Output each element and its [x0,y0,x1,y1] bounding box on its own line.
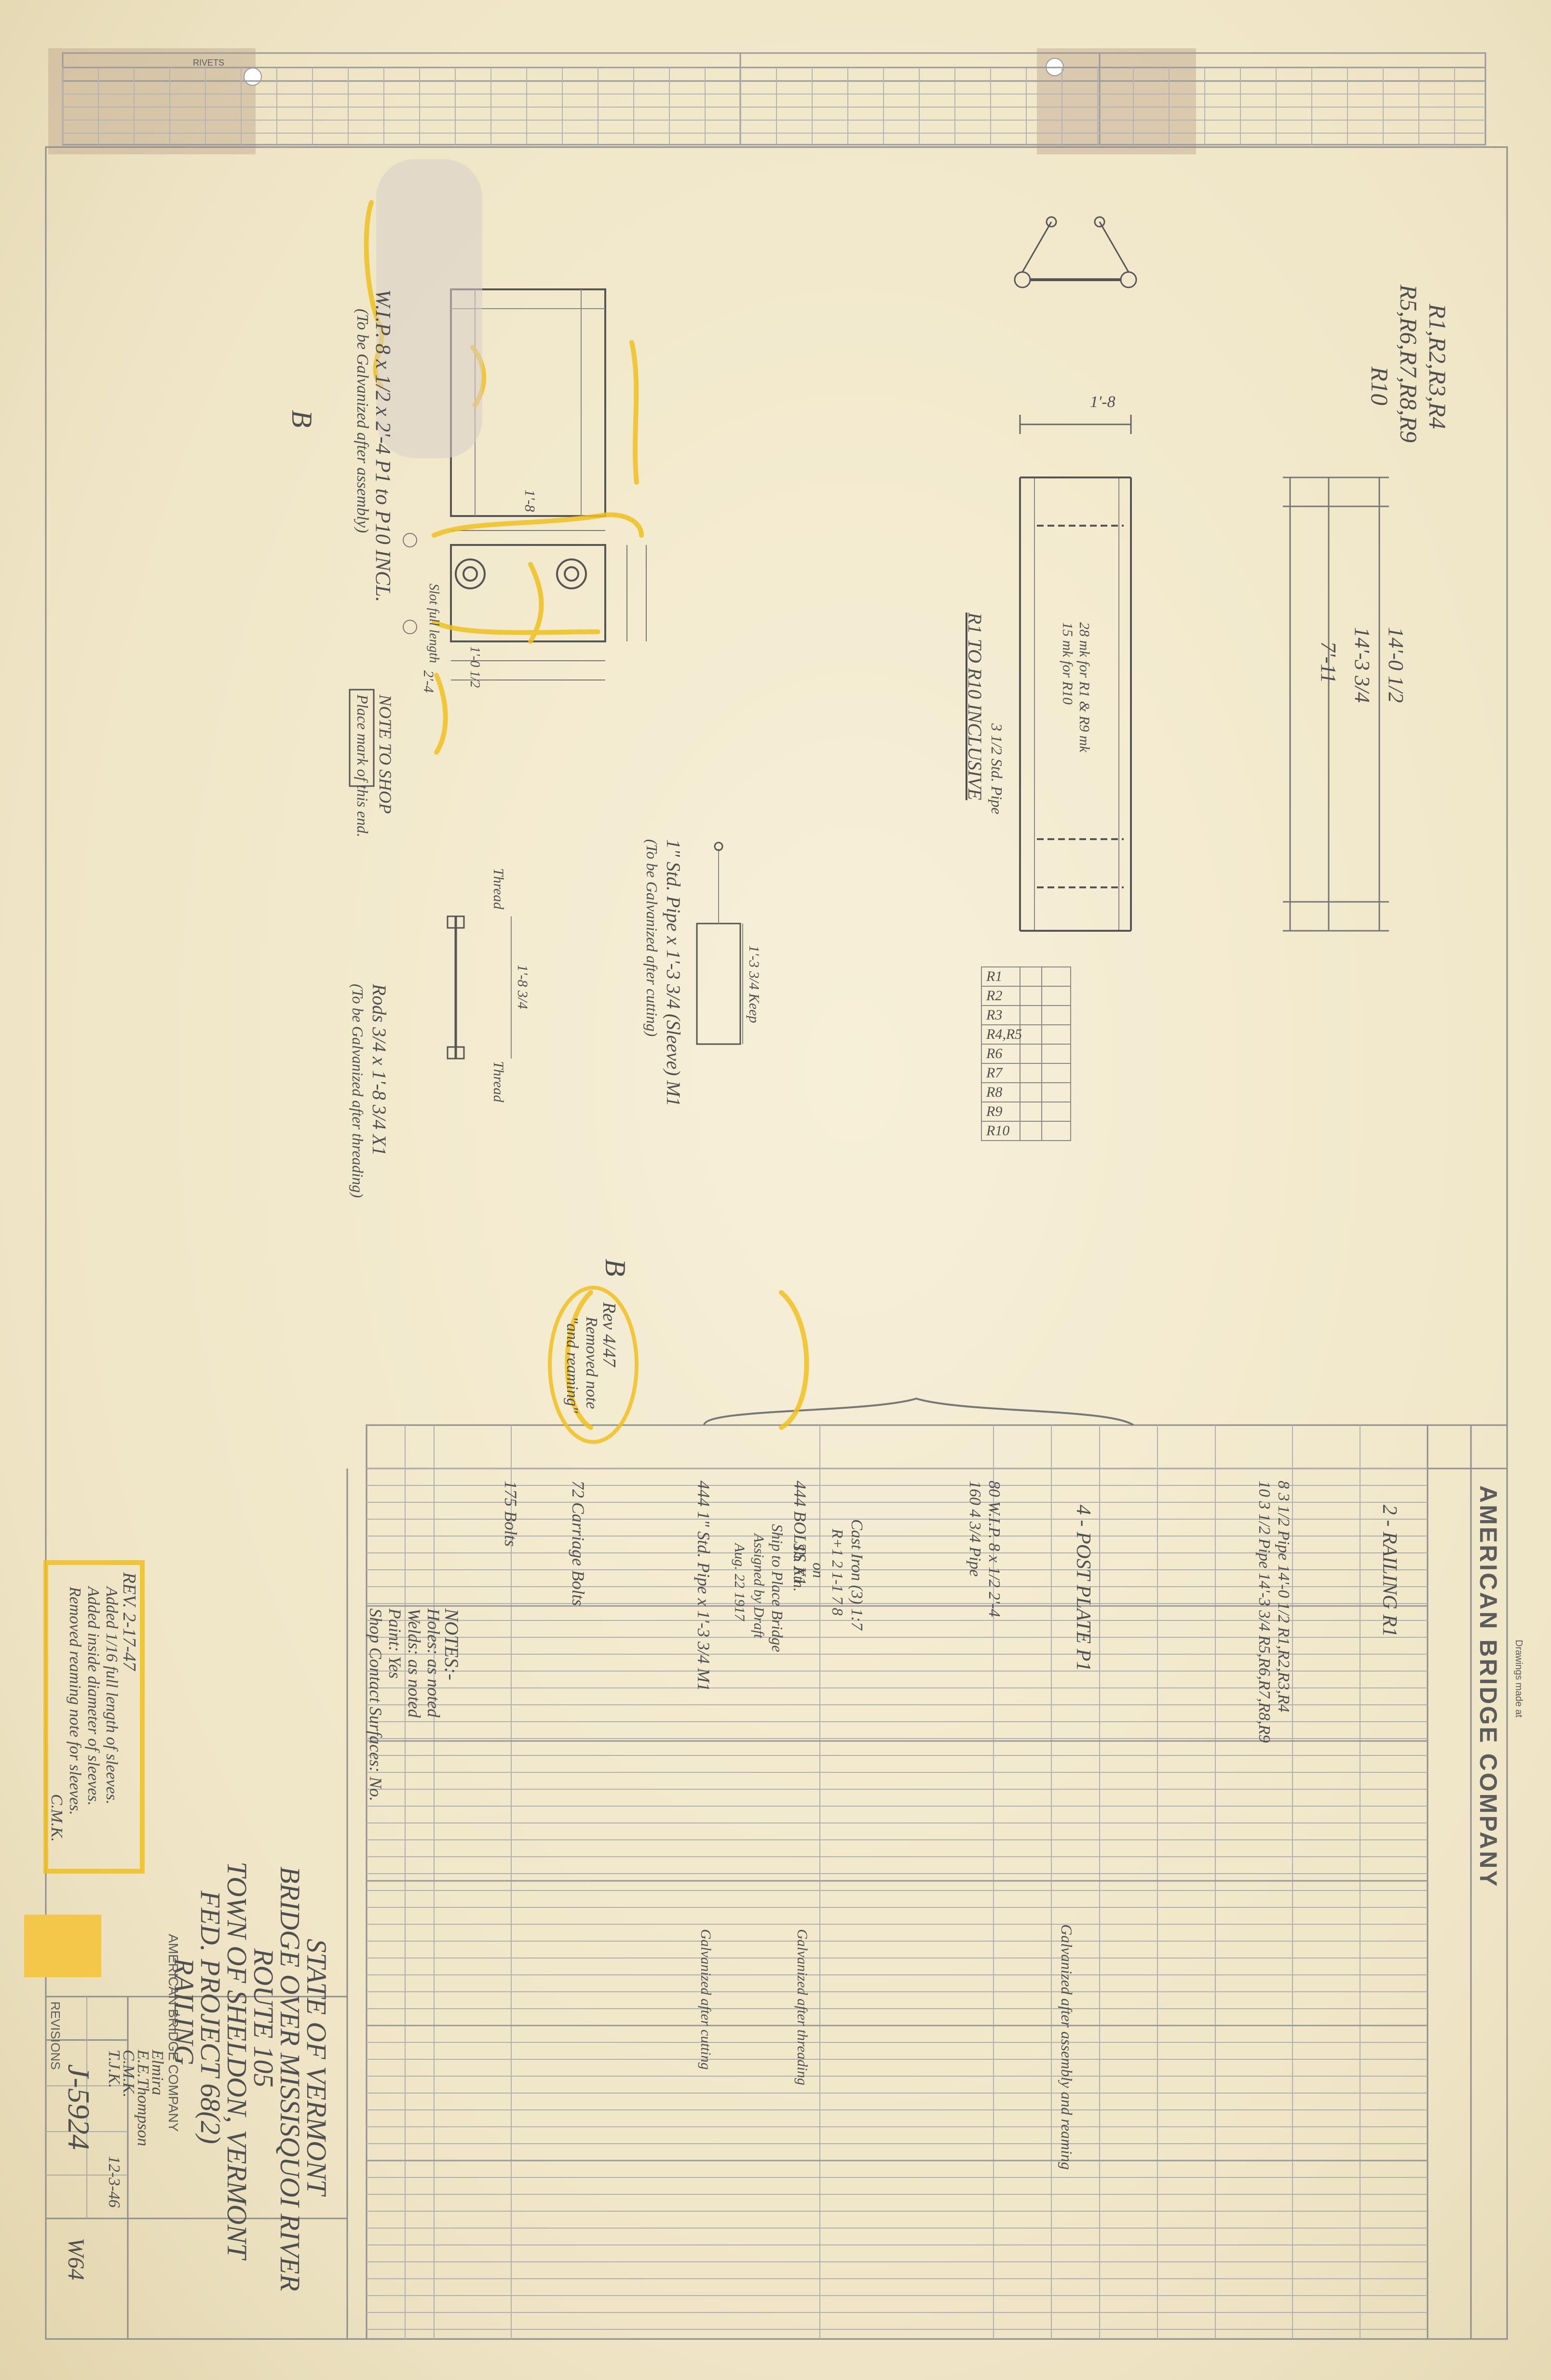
ship-note-6: Assigned by Draft [751,1534,767,1638]
rails-mark-2: R5,R6,R7,R8,R9 [1395,285,1422,443]
revisions-label: REVISIONS [48,2001,63,2070]
bill-row-10: 175 Bolts [501,1481,520,1547]
sheet-number: W64 [63,2238,89,2280]
post-plate-sub: (To be Galvanized after assembly) [354,309,371,533]
bill-row-7: 444 BOLTS X1 [790,1481,810,1586]
plate-dim-b: 2'-4 [421,670,436,693]
rods-thread-bottom: Thread [490,1061,506,1102]
bill-row-9: 72 Carriage Bolts [569,1481,588,1606]
bill-row-8: 444 1" Std. Pipe x 1'-3 3/4 M1 [694,1481,713,1691]
rev-b-line-3: "and reaming" [563,1317,581,1414]
rails-len-2: 14'-3 3/4 [1350,627,1374,703]
ship-note-2: R+1 2 1-1 7 8 [829,1529,846,1616]
tape-patch-top [376,159,482,458]
rails-row-9: R10 [986,1123,1010,1139]
rev-note-1: REV. 2-17-47 [119,1572,139,1671]
rev-b-letter: B [599,1259,631,1277]
ship-note-5: Ship to Place Bridge [769,1524,786,1652]
plate-dim-c: 1'-0 1/2 [467,646,482,688]
note-to-shop: NOTE TO SHOP [376,694,395,814]
bill-row-5: 80 W.I.P. 8 x 1/2 2'-4 [985,1481,1003,1618]
ship-note-1: Cast Iron (3) 1:7 [848,1519,866,1631]
rails-note-2: 15 mk for R10 [1060,622,1075,705]
rails-row-5: R6 [986,1046,1003,1061]
rev-note-4: Removed reaming note for sleeves. [66,1587,84,1815]
rails-spacing: 1'-8 [1090,393,1116,411]
rails-row-4: R4,R5 [986,1026,1022,1042]
contract-number: J-5924 [62,2064,96,2150]
rev-note-3: Added inside diameter of sleeves. [84,1587,102,1806]
rails-row-2: R2 [986,988,1003,1004]
rails-row-7: R8 [986,1084,1003,1100]
bill-galv-note: Galvanized after assembly and reaming [1058,1924,1075,2170]
notes-heading: NOTES:- [441,1608,463,1680]
notes-item-4: Shop Contact Surfaces: No. [366,1608,385,1801]
rods-thread-top: Thread [490,868,506,910]
rails-len-3: 7'-11 [1317,641,1340,683]
rails-title: R1 TO R10 INCLUSIVE [964,612,986,801]
rails-mark-1: R1,R2,R3,R4 [1424,304,1451,429]
ship-note-7: Aug. 22 1917 [732,1543,748,1621]
bill-row-3: 10 3 1/2 Pipe 14'-3 3/4 R5,R6,R7,R8,R9 [1255,1481,1273,1743]
checked-value: T.J.K. [105,2050,123,2088]
notes-item-1: Holes: as noted [424,1608,443,1717]
ship-note-3: on [810,1563,827,1578]
rails-mark-3: R10 [1366,367,1393,406]
sleeve-sub: (To be Galvanized after cutting) [643,839,661,1037]
rev-note-5: C.M.K. [48,1794,66,1842]
rods-dim: 1'-8 3/4 [515,965,531,1009]
post-plate-label: W.I.P. 8 x 1/2 x 2'-4 P1 to P10 INCL. [371,289,395,602]
rods-sub: (To be Galvanized after threading) [349,984,367,1198]
bill-row-4: 4 - POST PLATE P1 [1072,1505,1094,1672]
bill-galv-thread: Galvanized after threading [794,1929,810,2085]
yellow-sticky-label [24,1915,101,1977]
title-company-small: AMERICAN BRIDGE COMPANY [166,1934,181,2132]
punch-hole-left [244,68,262,86]
rails-row-1: R1 [986,968,1003,984]
date-value: 12-3-46 [105,2156,123,2208]
strip-label-rivets: RIVETS [193,58,225,68]
rev-b-mark-top: B [286,410,318,428]
rails-row-6: R7 [986,1065,1003,1081]
note-to-shop-2: Place mark of this end. [354,694,371,837]
rails-len-1: 14'-0 1/2 [1384,627,1408,703]
plate-dim-a: 1'-8 [522,490,538,512]
notes-item-3: Paint: Yes [385,1608,405,1679]
rails-row-3: R3 [986,1007,1003,1023]
bill-row-1: 2 - RAILING R1 [1378,1505,1401,1637]
tape-strip-left [48,48,256,154]
bill-row-6: 160 4 3/4 Pipe [966,1481,984,1577]
notes-item-2: Welds: as noted [405,1608,424,1718]
rails-row-8: R9 [986,1103,1003,1119]
rods-label: Rods 3/4 x 1'-8 3/4 X1 [368,984,390,1156]
drawings-made-by: Drawings made at [1513,1640,1524,1718]
sleeve-label: 1" Std. Pipe x 1'-3 3/4 (Sleeve) M1 [663,839,684,1107]
company-title: AMERICAN BRIDGE COMPANY [1475,1485,1502,1889]
rev-b-line-1: Rev 4/47 [599,1302,619,1367]
rails-pipe: 3 1/2 Std. Pipe [988,723,1006,815]
rev-b-line-2: Removed note [583,1317,600,1409]
rev-note-2: Added 1/16 full length of sleeves. [103,1587,121,1805]
bill-row-2: 8 3 1/2 Pipe 14'-0 1/2 R1,R2,R3,R4 [1275,1481,1292,1713]
rails-note-1: 28 mk for R1 & R9 mk [1076,622,1092,752]
bill-galv-cut: Galvanized after cutting [698,1929,714,2070]
plate-slot: Slot full length [426,584,441,663]
sleeve-dim: 1'-3 3/4 Keep [746,945,762,1023]
